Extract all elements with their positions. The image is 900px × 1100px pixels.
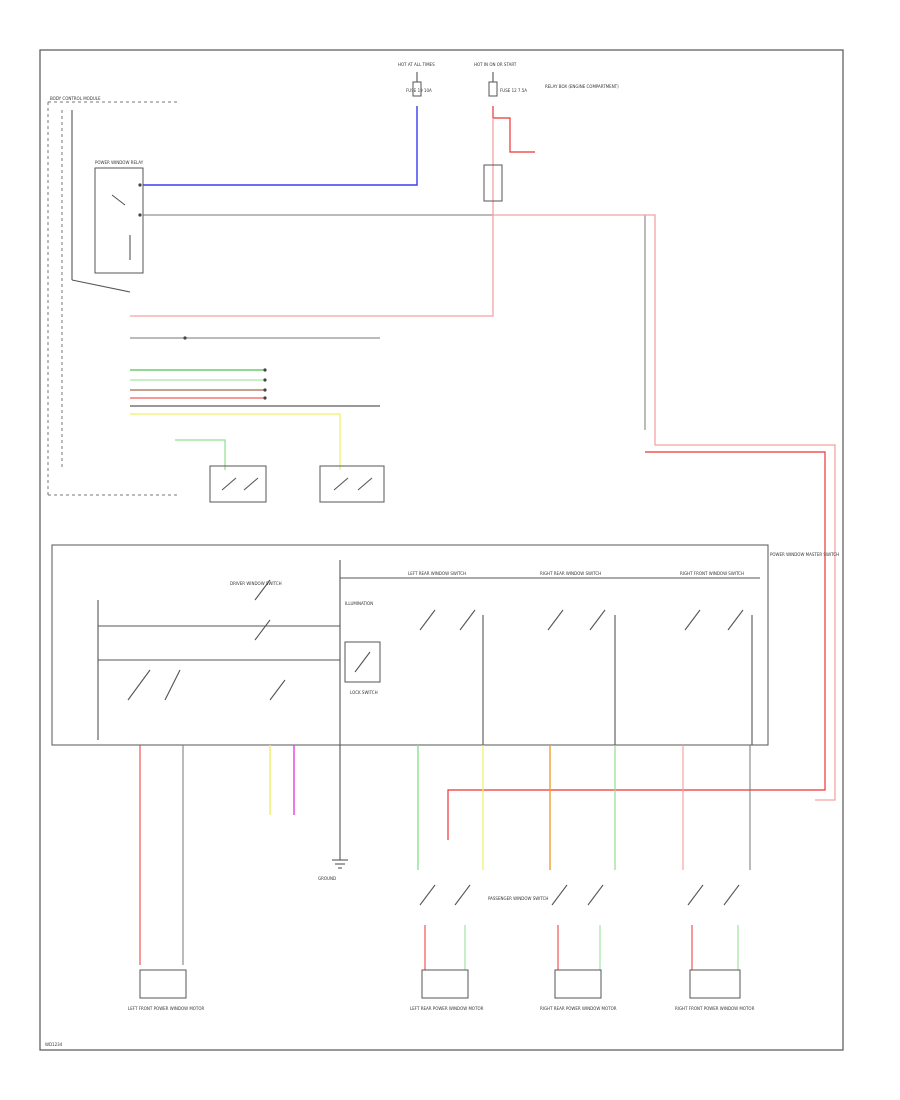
rf-passenger-switch xyxy=(687,884,740,906)
diagram-frame xyxy=(39,49,844,1051)
blue-wire xyxy=(143,106,418,186)
rf-motor-label: RIGHT FRONT POWER WINDOW MOTOR xyxy=(675,1006,755,1011)
fuse-a-label: FUSE 19 10A xyxy=(406,88,432,93)
rf-window-motor: RIGHT FRONT POWER WINDOW MOTOR xyxy=(675,969,755,1011)
lock-switch-box xyxy=(344,641,381,683)
driver-switch-label: DRIVER WINDOW SWITCH xyxy=(230,581,282,586)
right-door-switch xyxy=(319,465,385,503)
pink-long-wire xyxy=(493,214,836,801)
fuse-a xyxy=(412,72,422,97)
lr-switch-label: LEFT REAR WINDOW SWITCH xyxy=(408,571,466,576)
fuse-relay xyxy=(483,164,503,202)
power-window-relay: POWER WINDOW RELAY xyxy=(71,110,144,293)
hot-in-run-label: HOT IN ON OR START xyxy=(474,62,517,67)
master-switch-contacts xyxy=(419,609,753,745)
rr-window-motor: RIGHT REAR POWER WINDOW MOTOR xyxy=(540,969,617,1011)
relay-label: POWER WINDOW RELAY xyxy=(95,160,144,165)
bcm-label: BODY CONTROL MODULE xyxy=(50,96,101,101)
red-return-wire xyxy=(447,451,826,840)
body-control-module: BODY CONTROL MODULE xyxy=(47,96,180,496)
rr-switch-label: RIGHT REAR WINDOW SWITCH xyxy=(540,571,601,576)
rf-switch-label: RIGHT FRONT WINDOW SWITCH xyxy=(680,571,744,576)
yellow-signal-wire xyxy=(130,413,341,470)
lock-switch-label: LOCK SWITCH xyxy=(350,690,378,695)
lr-motor-label: LEFT REAR POWER WINDOW MOTOR xyxy=(410,1006,484,1011)
lr-passenger-label: PASSENGER WINDOW SWITCH xyxy=(488,896,548,901)
illumination-label: ILLUMINATION xyxy=(345,601,373,606)
relay-box-label: RELAY BOX (ENGINE COMPARTMENT) xyxy=(545,84,619,89)
master-switch-label: POWER WINDOW MASTER SWITCH xyxy=(770,552,839,557)
left-door-switch xyxy=(209,465,267,503)
ground-label: GROUND xyxy=(318,876,336,881)
power-window-master-switch: POWER WINDOW MASTER SWITCH LOCK SWITCH I… xyxy=(51,544,839,746)
lf-window-motor: LEFT FRONT POWER WINDOW MOTOR xyxy=(128,969,205,1011)
lr-passenger-switch: PASSENGER WINDOW SWITCH xyxy=(419,884,548,906)
fuse-b xyxy=(488,72,498,97)
red-feed-wire xyxy=(492,106,535,153)
rr-motor-label: RIGHT REAR POWER WINDOW MOTOR xyxy=(540,1006,617,1011)
page-code: WD1234 xyxy=(45,1042,63,1047)
hot-at-all-times-label: HOT AT ALL TIMES xyxy=(398,62,435,67)
lf-motor-label: LEFT FRONT POWER WINDOW MOTOR xyxy=(128,1006,205,1011)
pink-feed-wire xyxy=(130,118,494,317)
ground-symbol: GROUND xyxy=(318,859,348,881)
fuse-b-label: FUSE 12 7.5A xyxy=(500,88,527,93)
lr-window-motor: LEFT REAR POWER WINDOW MOTOR xyxy=(410,969,484,1011)
rr-passenger-switch xyxy=(551,884,604,906)
lightgreen-signal-wire xyxy=(175,439,226,470)
